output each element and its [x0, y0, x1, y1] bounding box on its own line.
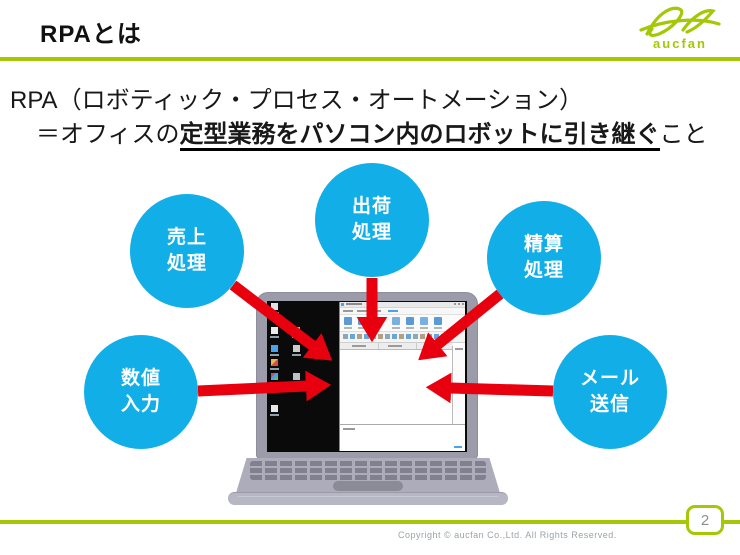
- arrow-settlement-to-laptop: [418, 289, 504, 361]
- desktop-icon: [270, 359, 279, 370]
- bubble-label: メール: [579, 368, 640, 389]
- bubble-mail-send: メール 送信: [553, 335, 667, 449]
- toolbar-icon: [406, 317, 414, 329]
- bubble-label: 精算: [523, 234, 564, 255]
- bubble-numeric-input: 数値 入力: [84, 335, 198, 449]
- bubble-label: 処理: [351, 222, 392, 243]
- lead-line1: RPA（ロボティック・プロセス・オートメーション）: [10, 87, 584, 114]
- lead-line2-emphasis: 定型業務をパソコン内のロボットに引き継ぐ: [179, 121, 660, 151]
- app-title-text: [346, 303, 362, 305]
- bubble-label: 数値: [120, 368, 161, 389]
- laptop-keyboard-base: [236, 458, 500, 493]
- arrow-sales-to-laptop: [229, 280, 333, 361]
- page-number: 2: [700, 511, 710, 529]
- bubble-sales-processing: 売上 処理: [130, 194, 244, 308]
- page-number-badge: 2: [686, 505, 724, 535]
- laptop-foot: [228, 492, 508, 505]
- desktop-icon: [270, 327, 279, 338]
- bubble-label: 出荷: [351, 196, 392, 217]
- bubble-label: 処理: [166, 253, 207, 274]
- arrow-numeric-to-laptop: [197, 370, 332, 402]
- laptop-trackpad: [333, 481, 403, 491]
- copyright-text: Copyright © aucfan Co.,Ltd. All Rights R…: [398, 530, 617, 540]
- lead-text: RPA（ロボティック・プロセス・オートメーション） ＝オフィスの定型業務をパソコ…: [10, 84, 708, 152]
- desktop-icon: [292, 345, 301, 356]
- bubble-label: 送信: [589, 394, 630, 415]
- lead-line2-suffix: こと: [659, 121, 708, 148]
- bubble-settlement-processing: 精算 処理: [487, 201, 601, 315]
- toolbar-icon: [420, 317, 428, 329]
- bubble-shipping-processing: 出荷 処理: [315, 163, 429, 277]
- desktop-icon: [270, 405, 279, 416]
- bubble-label: 売上: [166, 227, 207, 248]
- footer-divider: [0, 520, 740, 524]
- app-icon: [341, 303, 344, 306]
- bubble-label: 処理: [523, 260, 564, 281]
- lead-line2-prefix: ＝オフィスの: [36, 121, 180, 148]
- page-title: RPAとは: [40, 21, 142, 48]
- aucfan-logo-text: aucfan: [653, 36, 707, 51]
- app-bottom-panel: [340, 424, 465, 451]
- header-divider: [0, 57, 740, 61]
- arrow-mail-to-laptop: [425, 372, 554, 404]
- laptop-keys: [250, 461, 486, 480]
- bubble-label: 入力: [120, 394, 161, 415]
- window-controls: [454, 303, 464, 305]
- desktop-icon: [270, 345, 279, 356]
- aucfan-logo: aucfan: [634, 4, 726, 56]
- aucfan-logo-mark: [639, 6, 721, 37]
- lead-line2: ＝オフィスの定型業務をパソコン内のロボットに引き継ぐこと: [36, 118, 708, 152]
- toolbar-icon: [344, 317, 352, 329]
- toolbar-icon: [434, 317, 442, 329]
- toolbar-icon: [392, 317, 400, 329]
- app-window-titlebar: [340, 302, 465, 308]
